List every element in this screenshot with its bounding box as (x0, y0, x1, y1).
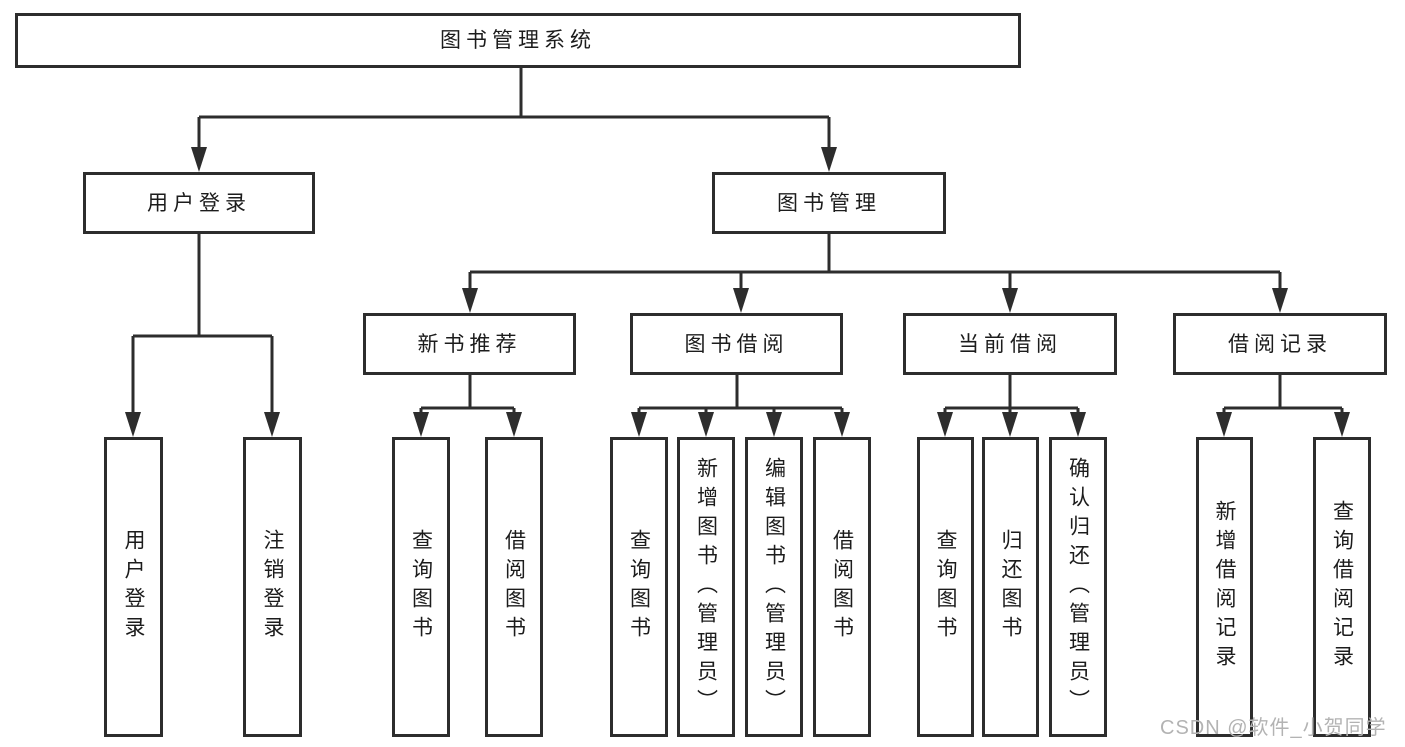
leaf-borrow-books-borrowing: 借阅图书 (813, 437, 871, 737)
leaf-logout: 注销登录 (243, 437, 302, 737)
leaf-query-books-current: 查询图书 (917, 437, 974, 737)
leaf-user-login: 用户登录 (104, 437, 163, 737)
node-library-management-system: 图书管理系统 (15, 13, 1021, 68)
node-book-management: 图书管理 (712, 172, 946, 234)
node-book-borrowing: 图书借阅 (630, 313, 843, 375)
node-new-book-recommend: 新书推荐 (363, 313, 576, 375)
leaf-query-borrow-record: 查询借阅记录 (1313, 437, 1371, 737)
leaf-query-books-recommend: 查询图书 (392, 437, 450, 737)
leaf-borrow-books-recommend: 借阅图书 (485, 437, 543, 737)
leaf-confirm-return-admin: 确认归还（管理员） (1049, 437, 1107, 737)
leaf-add-books-admin: 新增图书（管理员） (677, 437, 735, 737)
leaf-add-borrow-record: 新增借阅记录 (1196, 437, 1253, 737)
csdn-watermark: CSDN @软件_小贺同学 (1160, 717, 1387, 739)
leaf-query-books-borrowing: 查询图书 (610, 437, 668, 737)
node-borrowing-records: 借阅记录 (1173, 313, 1387, 375)
leaf-return-books: 归还图书 (982, 437, 1039, 737)
node-current-borrowing: 当前借阅 (903, 313, 1117, 375)
node-user-login: 用户登录 (83, 172, 315, 234)
leaf-edit-books-admin: 编辑图书（管理员） (745, 437, 803, 737)
